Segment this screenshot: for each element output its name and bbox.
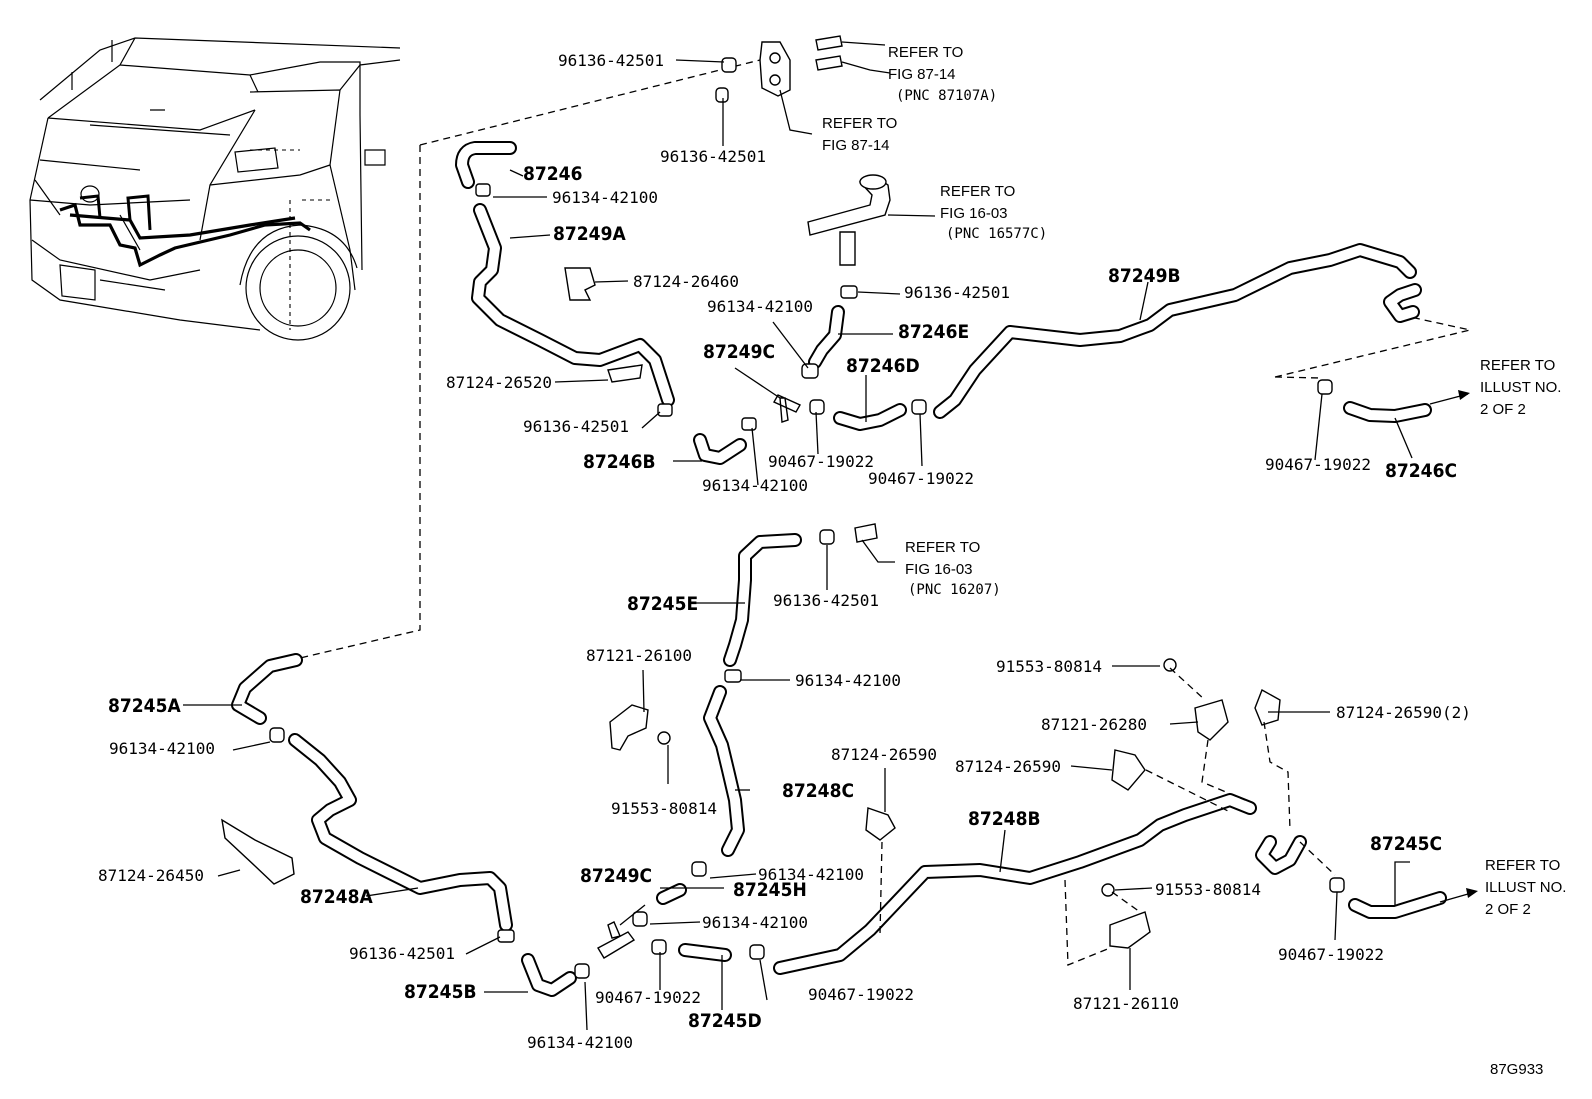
code-90467-19022-d: 90467-19022 (595, 988, 701, 1007)
hose-87246 (455, 141, 517, 189)
leader-lines (183, 41, 1413, 1031)
grommet-87107a (759, 35, 843, 97)
hose-87249A (471, 203, 675, 407)
label-87245H: 87245H (733, 879, 807, 901)
label-87246E: 87246E (898, 321, 969, 343)
hose-87246C (1343, 401, 1432, 423)
hose-87249B (933, 243, 1417, 419)
hose-87245B (521, 953, 577, 997)
code-87124-26590-a: 87124-26590 (831, 745, 937, 764)
label-87248A: 87248A (300, 886, 373, 908)
hose-87245A (231, 653, 303, 725)
label-87249A: 87249A (553, 223, 626, 245)
code-96136-42501-d: 96136-42501 (523, 417, 629, 436)
code-90467-19022-f: 90467-19022 (1278, 945, 1384, 964)
tee-87249c-top (773, 394, 801, 423)
hose-87246D (833, 403, 907, 431)
label-87246D: 87246D (846, 355, 920, 377)
ref5-line3: 2 OF 2 (1480, 401, 1526, 418)
hose-87245D (678, 943, 732, 962)
code-91553-80814-a: 91553-80814 (996, 657, 1102, 676)
ref5-line1: REFER TO (1480, 357, 1555, 374)
hose-87248C (703, 685, 745, 857)
ref4-line1: REFER TO (905, 539, 980, 556)
code-96134-42100-e: 96134-42100 (109, 739, 215, 758)
clamps-bottom (221, 523, 1345, 979)
code-96136-42501-a: 96136-42501 (558, 51, 664, 70)
ref1-line2: FIG 87-14 (888, 66, 956, 83)
code-91553-80814-c: 91553-80814 (1155, 880, 1261, 899)
code-87124-26520: 87124-26520 (446, 373, 552, 392)
clamps-top (475, 57, 1333, 431)
hose-87248B-end (1255, 835, 1307, 875)
hose-87246E (808, 305, 845, 369)
ref3-line2: FIG 16-03 (940, 205, 1008, 222)
code-87121-26280: 87121-26280 (1041, 715, 1147, 734)
ref3-line3: (PNC 16577C) (946, 226, 1047, 242)
code-96136-42501-b: 96136-42501 (660, 147, 766, 166)
hose-87245H (656, 883, 687, 905)
ref6-line1: REFER TO (1485, 857, 1560, 874)
label-87248C: 87248C (782, 780, 854, 802)
code-96134-42100-b: 96134-42100 (707, 297, 813, 316)
hose-87246B (693, 433, 747, 465)
code-96136-42501-f: 96136-42501 (349, 944, 455, 963)
code-90467-19022-a: 90467-19022 (768, 452, 874, 471)
label-87245B: 87245B (404, 981, 477, 1003)
ref6-line3: 2 OF 2 (1485, 901, 1531, 918)
heater-pipe-16577c (807, 174, 891, 266)
label-87249B: 87249B (1108, 265, 1181, 287)
code-96136-42501-e: 96136-42501 (773, 591, 879, 610)
ref1-line1: REFER TO (888, 44, 963, 61)
label-87246B: 87246B (583, 451, 656, 473)
arrows (1429, 390, 1478, 903)
diagram-code: 87G933 (1490, 1061, 1543, 1078)
code-96134-42100-h: 96134-42100 (527, 1033, 633, 1052)
label-87246C: 87246C (1385, 460, 1457, 482)
code-91553-80814-b: 91553-80814 (611, 799, 717, 818)
label-87246: 87246 (523, 163, 582, 185)
label-87248B: 87248B (968, 808, 1041, 830)
code-87124-26590-b: 87124-26590 (955, 757, 1061, 776)
code-87124-26590-2: 87124-26590(2) (1336, 703, 1471, 722)
ref2-line2: FIG 87-14 (822, 137, 890, 154)
hose-87248A (288, 733, 513, 932)
hose-87245C (1348, 891, 1447, 919)
code-96136-42501-c: 96136-42501 (904, 283, 1010, 302)
ref2-line1: REFER TO (822, 115, 897, 132)
label-87245C: 87245C (1370, 833, 1442, 855)
label-87245A: 87245A (108, 695, 181, 717)
hose-87248B (773, 793, 1257, 975)
ref5-line2: ILLUST NO. (1480, 379, 1561, 396)
code-90467-19022-b: 90467-19022 (868, 469, 974, 488)
label-87245D: 87245D (688, 1010, 762, 1032)
code-96134-42100-d: 96134-42100 (795, 671, 901, 690)
ref3-line1: REFER TO (940, 183, 1015, 200)
part-labels: REFER TO FIG 87-14 (PNC 87107A) REFER TO… (98, 44, 1566, 1078)
ref4-line3: (PNC 16207) (908, 582, 1001, 598)
code-87121-26100: 87121-26100 (586, 646, 692, 665)
ref1-line3: (PNC 87107A) (896, 88, 997, 104)
code-96134-42100-c: 96134-42100 (702, 476, 808, 495)
code-90467-19022-c: 90467-19022 (1265, 455, 1371, 474)
van-illustration (29, 37, 401, 341)
ref4-line2: FIG 16-03 (905, 561, 973, 578)
tee-87249c-bottom (597, 921, 636, 959)
code-87124-26450: 87124-26450 (98, 866, 204, 885)
label-87249C-top: 87249C (703, 341, 775, 363)
hose-87249B-end (1383, 283, 1422, 323)
code-90467-19022-e: 90467-19022 (808, 985, 914, 1004)
guides-bottom-right (879, 317, 1471, 966)
code-96134-42100-a: 96134-42100 (552, 188, 658, 207)
code-96134-42100-f: 96134-42100 (758, 865, 864, 884)
code-96134-42100-g: 96134-42100 (702, 913, 808, 932)
ref6-line2: ILLUST NO. (1485, 879, 1566, 896)
hose-87245E (723, 533, 802, 667)
code-87124-26460: 87124-26460 (633, 272, 739, 291)
label-87245E: 87245E (627, 593, 698, 615)
label-87249C-bottom: 87249C (580, 865, 652, 887)
leader-dashed-van (299, 59, 761, 659)
code-87121-26110: 87121-26110 (1073, 994, 1179, 1013)
